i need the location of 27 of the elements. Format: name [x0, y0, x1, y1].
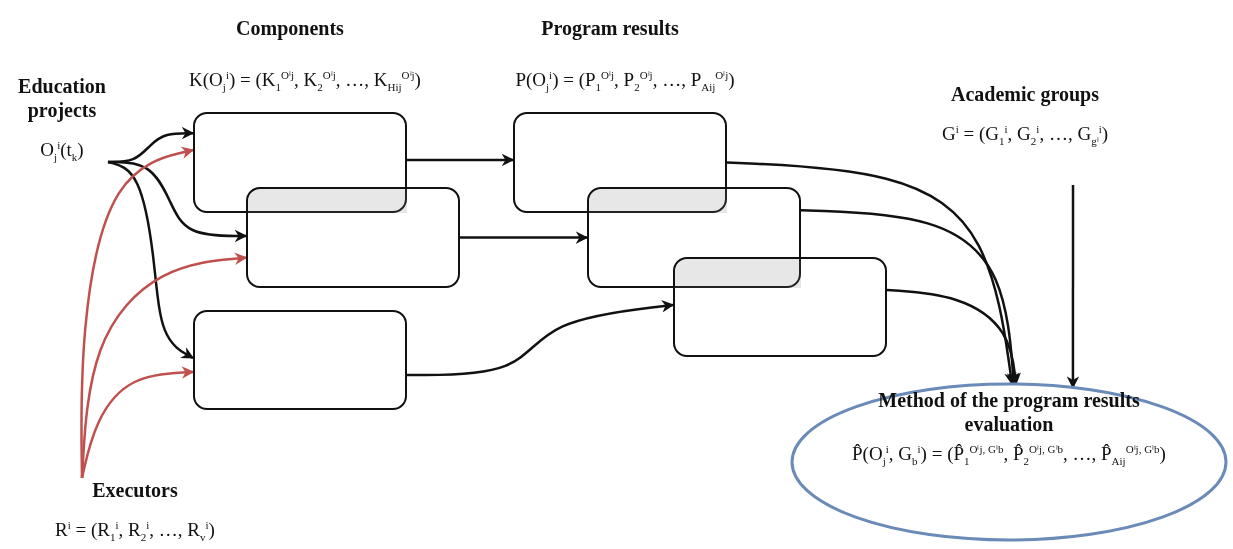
- process-box: [193, 112, 407, 213]
- column-heading: Components: [235, 16, 345, 40]
- process-box: [246, 187, 460, 288]
- arrow: [886, 288, 1021, 386]
- arrow: [1066, 185, 1080, 389]
- arrow: [726, 161, 1017, 386]
- process-box: [513, 112, 727, 213]
- arrow: [407, 153, 515, 167]
- heading: Method of the program results evaluation: [877, 388, 1141, 436]
- arrow: [800, 209, 1020, 386]
- arrow: [407, 300, 675, 377]
- arrow: [80, 366, 195, 479]
- formula: G$^{i}$ = (G$_{1}$$^{i}$, G$_{2}$$^{i}$, …, G$_{gⁱ}$$^{i}$): [941, 122, 1108, 150]
- formula: O$_{j}$$^{i}$(t$_{k}$): [40, 138, 84, 166]
- arrow: [460, 231, 589, 244]
- formula: P̂(O$_{j}$$^{i}$, G$_{b}$$^{i}$) = (P̂$_{1}$$^{Oⁱj, Gⁱb}$, P̂$_{2}$$^{Oⁱj, Gⁱb}$, …, P̂$_{Aij}$$^{Oⁱj, Gⁱb}$): [852, 442, 1166, 470]
- process-box: [673, 257, 887, 357]
- process-box: [587, 187, 801, 288]
- heading: Executors: [92, 478, 178, 502]
- formula: R$^{i}$ = (R$_{1}$$^{i}$, R$_{2}$$^{i}$, …, R$_{v}$$^{i}$): [55, 518, 215, 546]
- formula: P(O$_{j}$$^{i}$) = (P$_{1}$$^{Oⁱj}$, P$_{2}$$^{Oⁱj}$, …, P$_{Aij}$$^{Oⁱj}$): [514, 68, 736, 96]
- heading: Academic groups: [951, 82, 1099, 106]
- arrow: [107, 160, 195, 360]
- heading: Education projects: [17, 74, 107, 122]
- process-box: [193, 310, 407, 410]
- column-heading: Program results: [540, 16, 680, 40]
- formula: K(O$_{j}$$^{i}$) = (K$_{1}$$^{Oⁱj}$, K$_{2}$$^{Oⁱj}$, …, K$_{Hij}$$^{Oⁱj}$): [188, 68, 422, 96]
